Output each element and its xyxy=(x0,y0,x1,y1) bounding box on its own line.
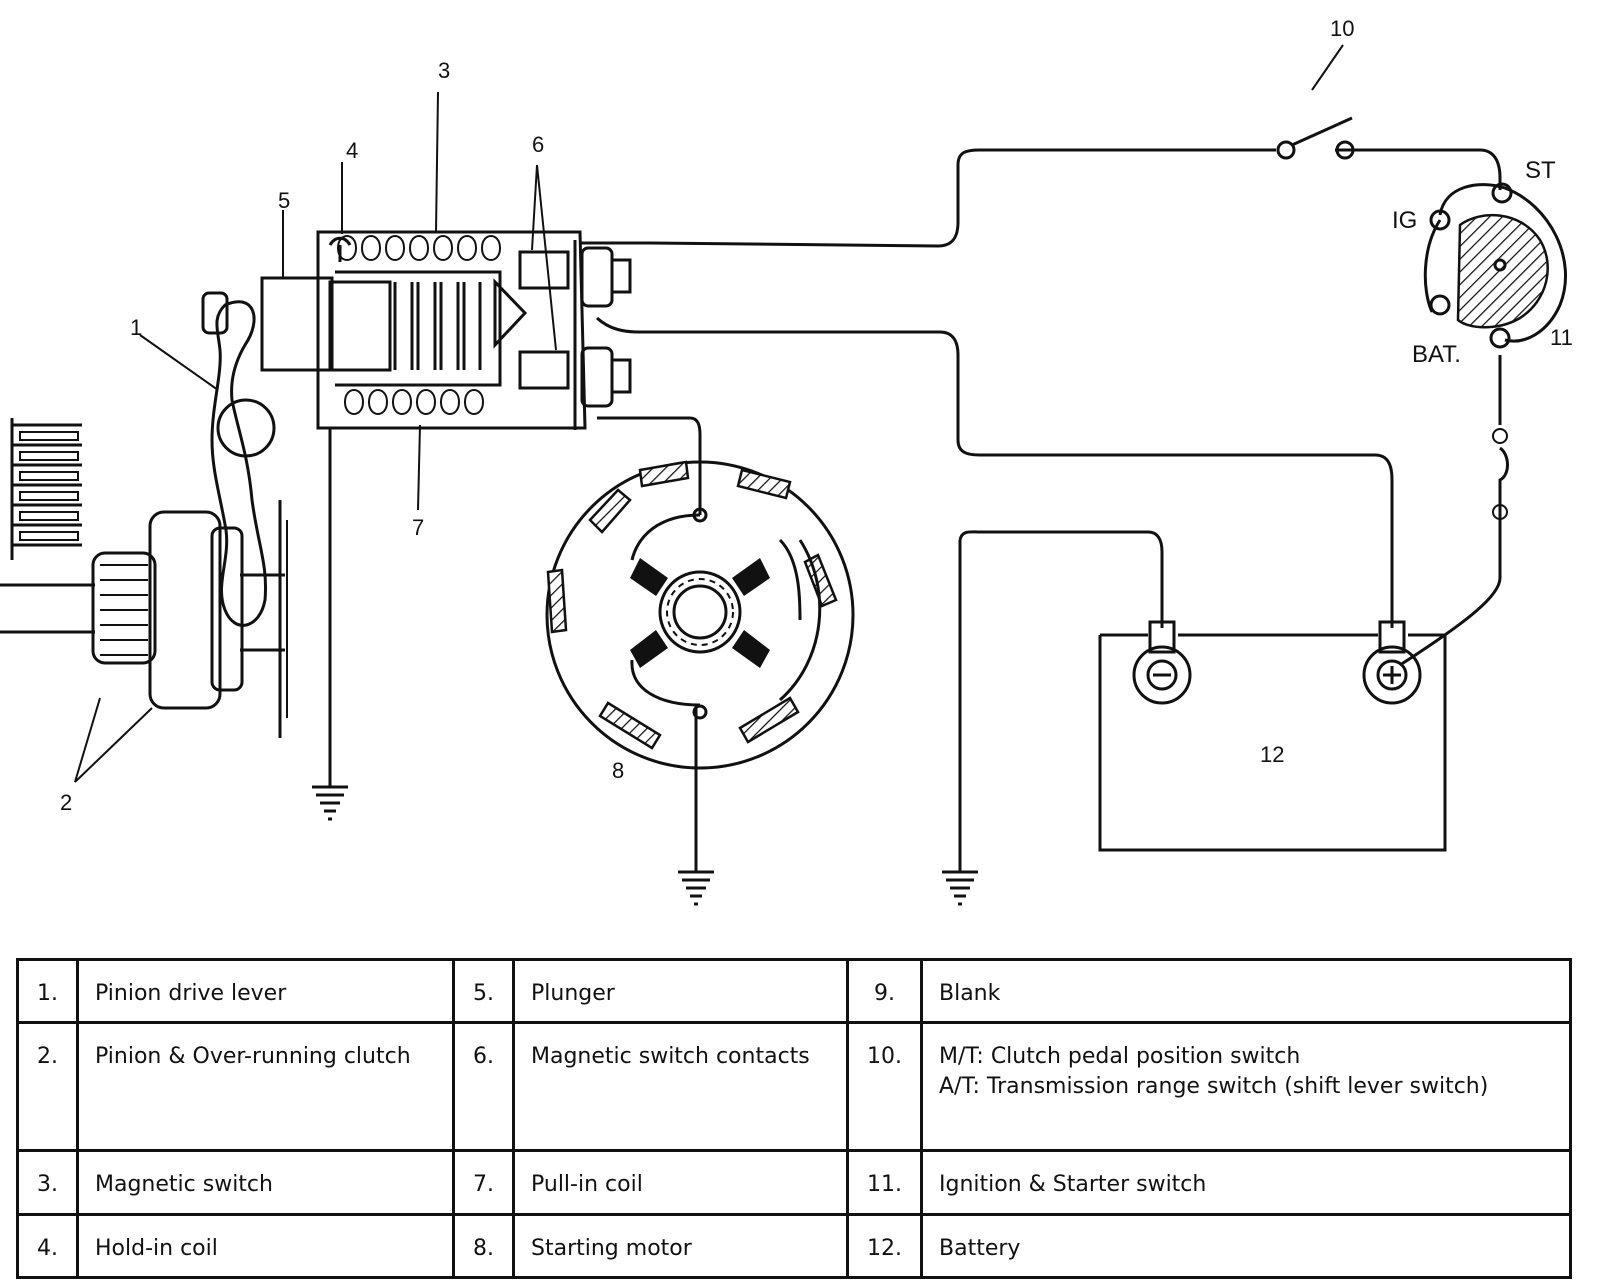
ignition-starter-switch xyxy=(1423,182,1567,349)
legend-row: 3. Magnetic switch 7. Pull-in coil 11. I… xyxy=(16,1149,1572,1216)
legend-label: Magnetic switch xyxy=(76,1149,455,1216)
legend-label: M/T: Clutch pedal position switch A/T: T… xyxy=(920,1021,1572,1153)
switch-label-ig: IG xyxy=(1392,207,1417,234)
legend-number: 3. xyxy=(16,1149,79,1216)
legend-label: Pull-in coil xyxy=(512,1149,849,1216)
callout-labels: 1 2 3 4 5 6 7 8 10 11 12 ST IG BAT. xyxy=(60,16,1573,815)
legend-label: Plunger xyxy=(512,957,849,1025)
legend-number: 12. xyxy=(846,1212,923,1280)
callout-7: 7 xyxy=(412,515,424,540)
legend-label: Ignition & Starter switch xyxy=(920,1149,1572,1216)
legend-number: 9. xyxy=(846,957,923,1025)
legend-label: Pinion drive lever xyxy=(76,957,455,1025)
callout-12: 12 xyxy=(1260,742,1284,767)
legend-label: Battery xyxy=(920,1212,1572,1280)
legend-label: Magnetic switch contacts xyxy=(512,1021,849,1153)
legend-number: 11. xyxy=(846,1149,923,1216)
wiring xyxy=(580,148,1509,667)
legend-row: 2. Pinion & Over-running clutch 6. Magne… xyxy=(16,1021,1572,1153)
callout-6: 6 xyxy=(532,132,544,157)
pinion-and-clutch xyxy=(91,500,288,738)
callout-11: 11 xyxy=(1550,325,1573,350)
flywheel-ring-gear xyxy=(0,418,95,634)
legend-number: 1. xyxy=(16,957,79,1025)
legend-number: 5. xyxy=(452,957,515,1025)
legend-number: 6. xyxy=(452,1021,515,1153)
switch-label-bat: BAT. xyxy=(1412,341,1461,368)
legend-row: 1. Pinion drive lever 5. Plunger 9. Blan… xyxy=(16,957,1572,1025)
battery xyxy=(1098,620,1447,852)
legend-table: 1. Pinion drive lever 5. Plunger 9. Blan… xyxy=(16,957,1572,1280)
legend-label: Blank xyxy=(920,957,1572,1025)
callout-2: 2 xyxy=(60,790,72,815)
legend-label: Hold-in coil xyxy=(76,1212,455,1280)
legend-number: 10. xyxy=(846,1021,923,1153)
legend-label: Pinion & Over-running clutch xyxy=(76,1021,455,1153)
callout-8: 8 xyxy=(612,758,624,783)
legend-number: 8. xyxy=(452,1212,515,1280)
legend-number: 4. xyxy=(16,1212,79,1280)
callout-10: 10 xyxy=(1330,16,1354,41)
magnetic-switch xyxy=(260,230,632,430)
legend-row: 4. Hold-in coil 8. Starting motor 12. Ba… xyxy=(16,1212,1572,1280)
ground-symbols xyxy=(312,428,978,906)
starter-circuit-diagram: 1 2 3 4 5 6 7 8 10 11 12 ST IG BAT. xyxy=(0,16,1573,906)
clutch-range-switch xyxy=(1276,116,1355,160)
callout-3: 3 xyxy=(438,58,450,83)
legend-label: Starting motor xyxy=(512,1212,849,1280)
callout-5: 5 xyxy=(278,188,290,213)
starting-motor xyxy=(545,460,855,770)
legend-number: 7. xyxy=(452,1149,515,1216)
callout-1: 1 xyxy=(130,315,142,340)
pinion-drive-lever xyxy=(201,291,276,627)
callout-4: 4 xyxy=(346,138,358,163)
legend-number: 2. xyxy=(16,1021,79,1153)
switch-label-st: ST xyxy=(1525,157,1556,184)
callout-leaders xyxy=(74,44,1344,783)
